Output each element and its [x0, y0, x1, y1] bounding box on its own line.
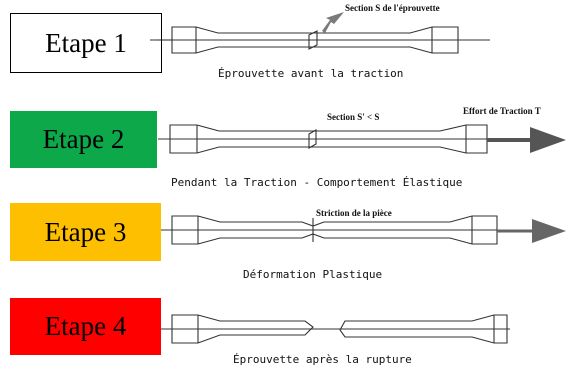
section-s-marker: [308, 30, 318, 50]
specimen-stage-3: [161, 215, 510, 245]
pointer-arrow: [322, 12, 344, 33]
note-stage-2: Section S' < S: [327, 112, 379, 122]
traction-arrow-stage-2: [487, 127, 566, 153]
section-s-prime-marker: [308, 129, 317, 149]
note-stage-1: Section S de l'éprouvette: [345, 3, 440, 13]
stage-label-3: Etape 3: [10, 203, 161, 261]
stage-label-2: Etape 2: [10, 111, 157, 168]
caption-stage-4: Éprouvette après la rupture: [233, 353, 412, 366]
caption-stage-2: Pendant la Traction - Comportement Élast…: [171, 176, 462, 189]
specimen-stage-1: [150, 26, 490, 54]
specimen-stage-2: [158, 124, 492, 154]
specimen-stage-4: [161, 314, 510, 344]
stage-label-4: Etape 4: [10, 298, 161, 355]
caption-stage-3: Déformation Plastique: [243, 268, 382, 281]
force-label: Effort de Traction T: [463, 106, 541, 116]
stage-label-1: Etape 1: [10, 13, 162, 73]
traction-arrow-stage-3: [497, 219, 566, 243]
caption-stage-1: Éprouvette avant la traction: [218, 67, 403, 80]
note-stage-3: Striction de la pièce: [316, 208, 392, 218]
